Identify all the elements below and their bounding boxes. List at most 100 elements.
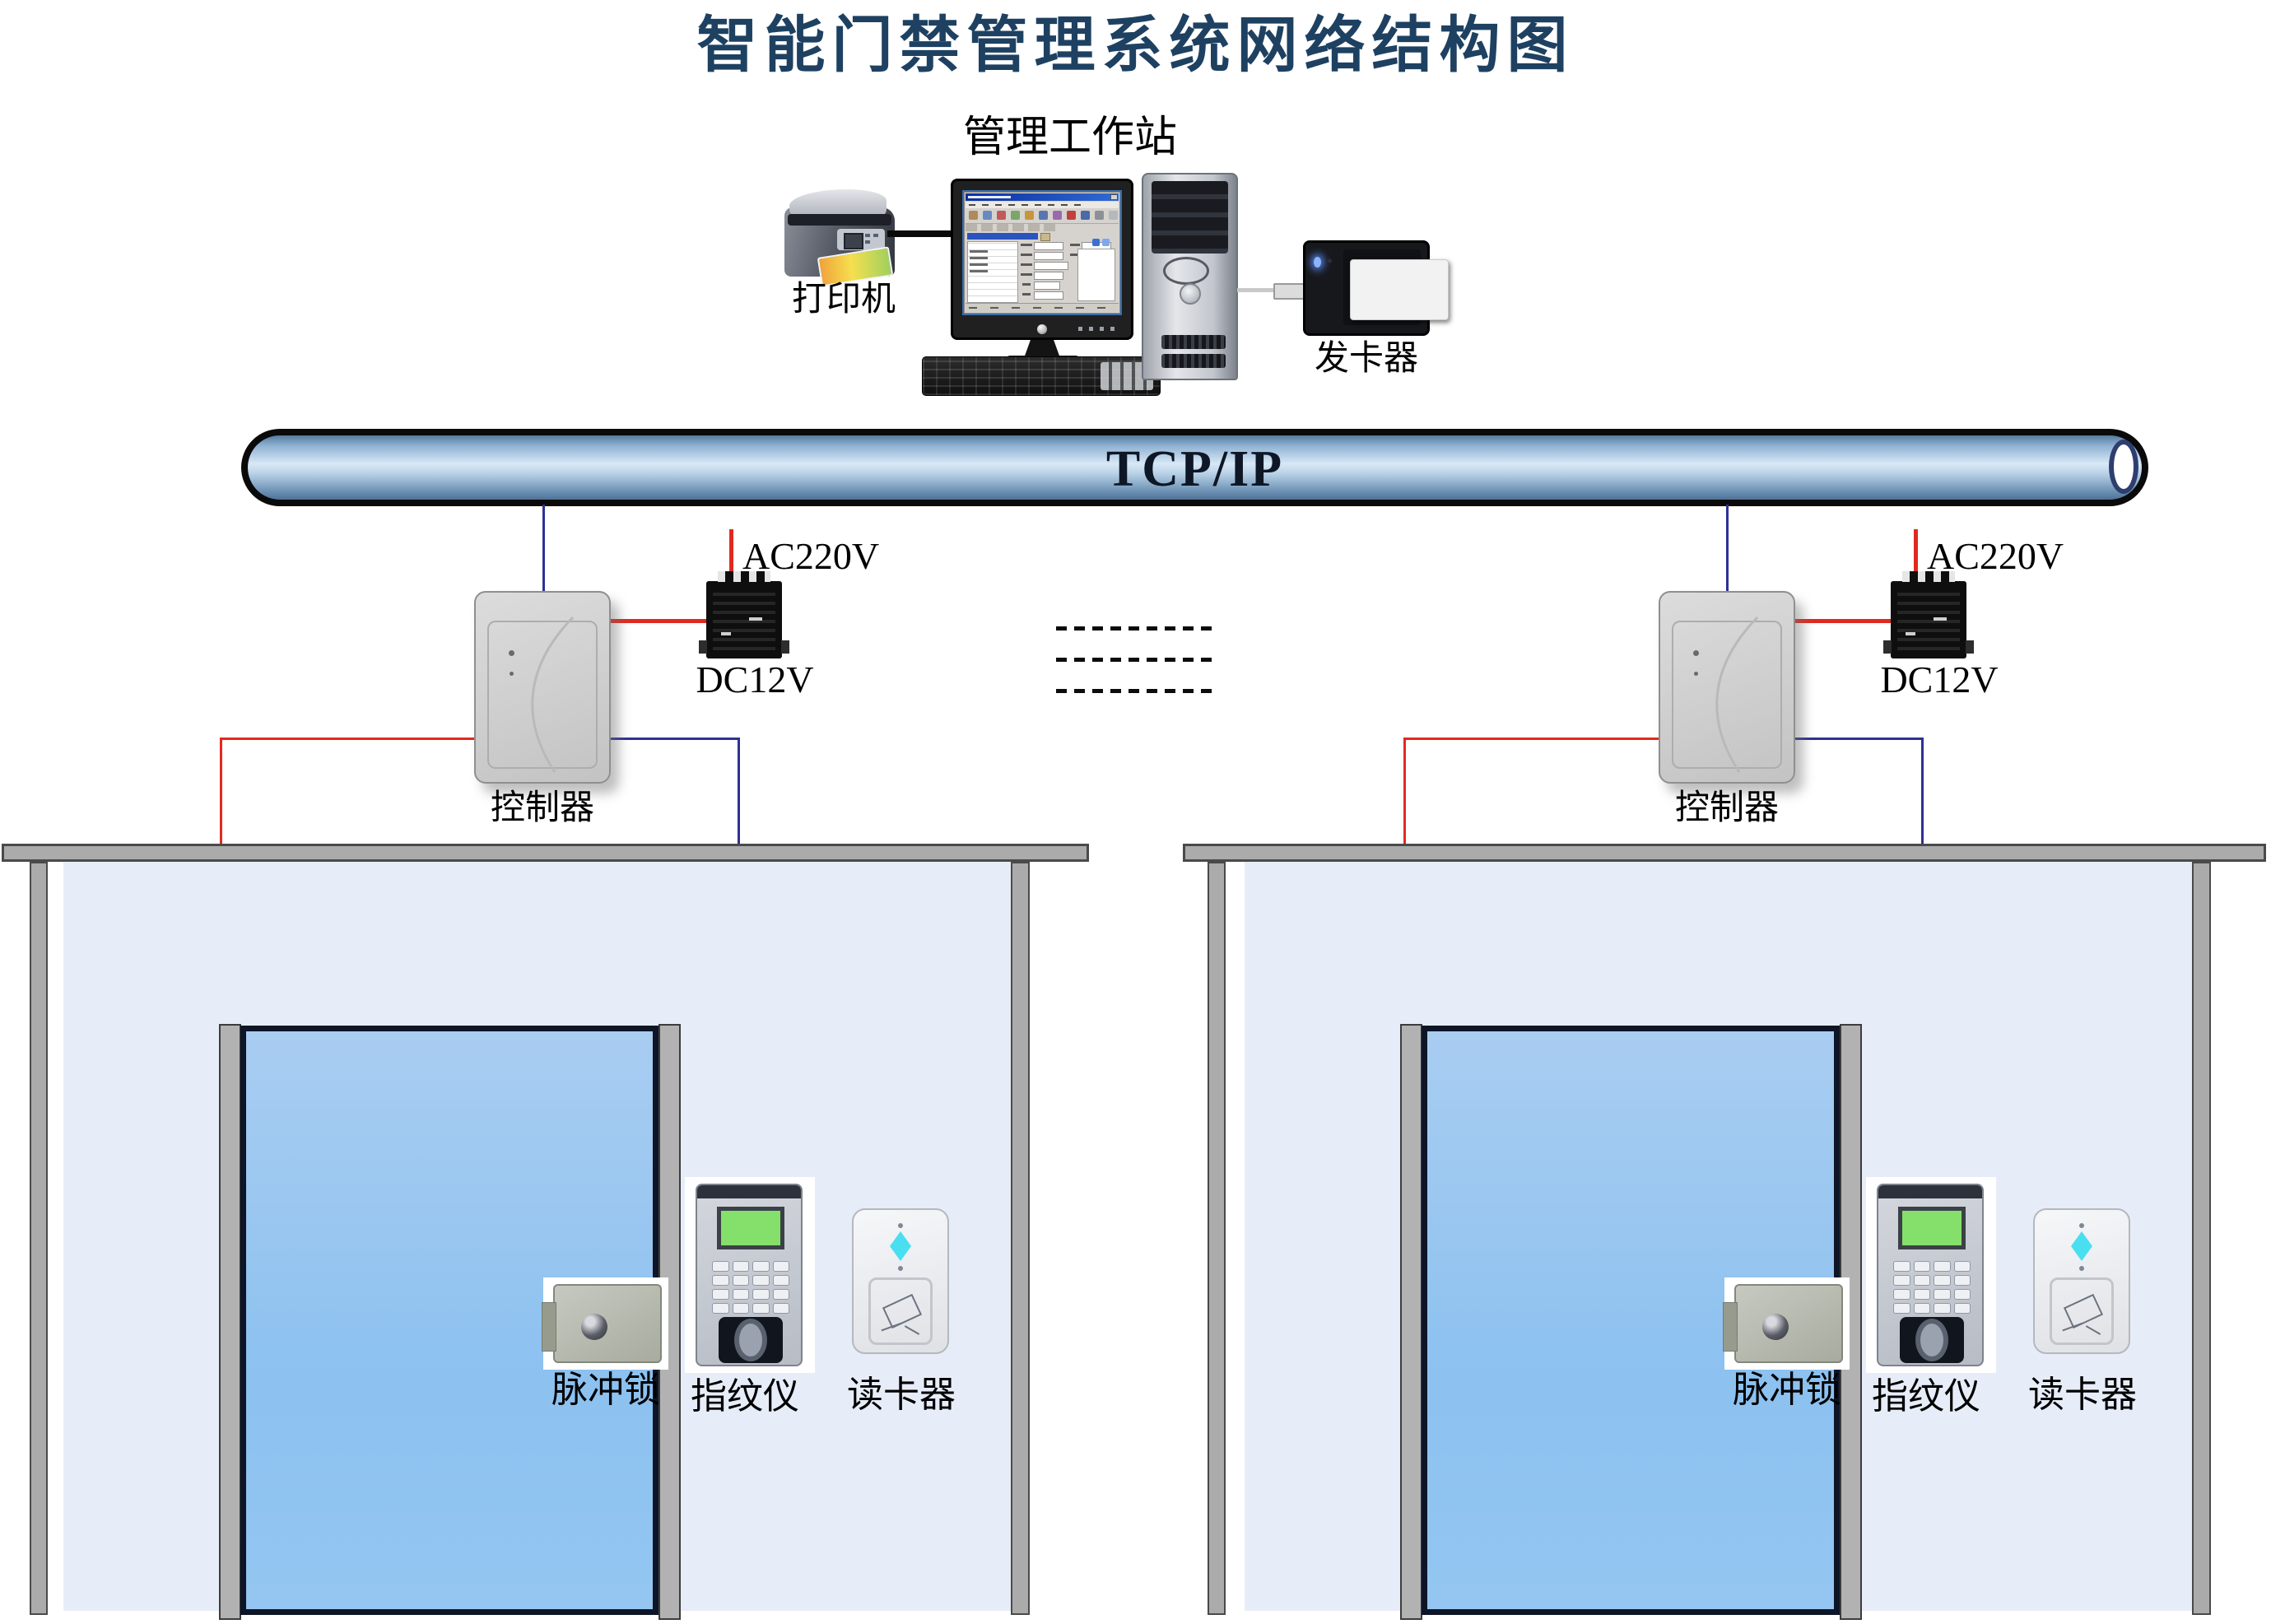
tower-oval-detail xyxy=(1163,257,1209,285)
ellipsis-dots xyxy=(1056,626,1214,631)
pulse-lock-image-right xyxy=(1734,1284,1843,1363)
fingerprint-reader-image-right xyxy=(1877,1184,1984,1366)
card-reader-label-left: 读卡器 xyxy=(847,1375,956,1415)
dc-label-right: DC12V xyxy=(1880,658,1999,700)
printer-button xyxy=(873,234,878,237)
fp-lcd xyxy=(1898,1207,1966,1249)
dc-label-left: DC12V xyxy=(696,658,814,700)
fp-wire-left-h xyxy=(611,738,739,740)
controller-led xyxy=(1694,672,1698,676)
ac-label-right: AC220V xyxy=(1927,535,2064,577)
wall-post xyxy=(1011,862,1030,1615)
controller-led xyxy=(1693,650,1699,656)
lock-wire-left-h1 xyxy=(220,738,474,740)
printer-button xyxy=(865,234,870,237)
controller-curve xyxy=(1715,616,1759,773)
controller-faceplate xyxy=(487,621,598,769)
monitor xyxy=(951,179,1133,340)
ellipsis-dots xyxy=(1056,658,1214,662)
door-frame-left xyxy=(219,1024,241,1620)
tcpip-label: TCP/IP xyxy=(1105,441,1284,497)
controller-image-right xyxy=(1659,591,1795,784)
keyboard xyxy=(922,356,1161,396)
lock-side-tab xyxy=(542,1302,556,1352)
printer-button xyxy=(865,240,870,244)
card-issuer-label: 发卡器 xyxy=(1314,340,1418,378)
issuer-led xyxy=(1314,257,1321,268)
fp-sensor xyxy=(1915,1319,1948,1361)
monitor-buttons xyxy=(1078,327,1121,331)
software-window xyxy=(964,192,1120,314)
reader-dot xyxy=(898,1266,903,1271)
reader-card-glyph xyxy=(2063,1293,2104,1329)
window-toolbar xyxy=(966,209,1119,224)
card-issuer-image xyxy=(1303,240,1449,336)
reader-card-glyph xyxy=(882,1293,923,1329)
fp-lcd xyxy=(717,1207,784,1249)
white-card xyxy=(1350,259,1449,320)
monitor-screen xyxy=(962,190,1122,315)
window-menubar xyxy=(966,202,1119,208)
page-title: 智能门禁管理系统网络结构图 xyxy=(696,12,1575,80)
door-frame-left xyxy=(1400,1024,1422,1620)
psu-wire-left xyxy=(611,619,706,623)
printer-control-panel xyxy=(837,229,885,250)
psu-slots xyxy=(713,589,775,650)
fp-sensor xyxy=(734,1319,767,1361)
fp-top-cap xyxy=(697,1185,801,1198)
lock-wire-right-h1 xyxy=(1403,738,1659,740)
usb-plug xyxy=(1273,283,1305,300)
bus-pipe-opening xyxy=(2109,440,2138,494)
power-supply-image-right xyxy=(1883,571,1974,658)
psu-ear xyxy=(1966,640,1974,654)
tcpip-bus: TCP/IP xyxy=(241,429,2148,506)
window-statusbar xyxy=(966,303,1119,312)
printer-lid xyxy=(789,189,887,217)
psu-mark xyxy=(1906,632,1915,635)
fingerprint-label-right: 指纹仪 xyxy=(1872,1376,1980,1417)
fp-keypad xyxy=(1893,1261,1971,1314)
lock-knob xyxy=(581,1314,607,1340)
window-icon-button xyxy=(1092,239,1100,246)
monitor-stand-neck xyxy=(1024,340,1060,358)
controller-faceplate xyxy=(1672,621,1782,769)
psu-wire-right xyxy=(1795,619,1891,623)
wall-post xyxy=(1208,862,1226,1615)
printer-scanner-band xyxy=(788,214,891,226)
reader-dot xyxy=(2079,1266,2084,1271)
controller-led xyxy=(509,650,514,656)
fp-top-cap xyxy=(1878,1185,1982,1198)
fingerprint-reader-image-left xyxy=(696,1184,803,1366)
fp-keypad xyxy=(712,1261,789,1314)
fp-wire-right-h xyxy=(1795,738,1923,740)
window-small-button xyxy=(1040,233,1050,241)
psu-mark xyxy=(749,617,762,621)
ac-wire-left xyxy=(729,529,733,583)
controller-image-left xyxy=(474,591,611,784)
card-reader-label-right: 读卡器 xyxy=(2028,1375,2137,1415)
reader-dot xyxy=(898,1223,903,1228)
computer-tower xyxy=(1142,173,1238,380)
wall-top-left xyxy=(2,844,1089,862)
psu-terminals xyxy=(1902,571,1955,582)
wall-post xyxy=(2192,862,2211,1615)
tower-vent xyxy=(1161,354,1226,368)
power-supply-image-left xyxy=(699,571,789,658)
controller-label-left: 控制器 xyxy=(490,789,594,827)
wall-post xyxy=(30,862,48,1615)
tower-logo xyxy=(1180,283,1201,305)
tower-vent xyxy=(1161,335,1226,349)
psu-ear xyxy=(699,640,707,654)
printer-image xyxy=(784,189,895,287)
controller-label-right: 控制器 xyxy=(1674,789,1779,827)
window-titlebar xyxy=(966,193,1119,201)
reader-swipe-panel xyxy=(2050,1277,2114,1345)
psu-ear xyxy=(1883,640,1892,654)
window-photo-panel xyxy=(1077,249,1115,301)
fp-sensor-window xyxy=(1900,1317,1964,1363)
bus-drop-left xyxy=(542,505,545,591)
window-icon-button xyxy=(1102,239,1110,246)
pulse-lock-image-left xyxy=(553,1284,662,1363)
workstation-label: 管理工作站 xyxy=(962,114,1177,161)
